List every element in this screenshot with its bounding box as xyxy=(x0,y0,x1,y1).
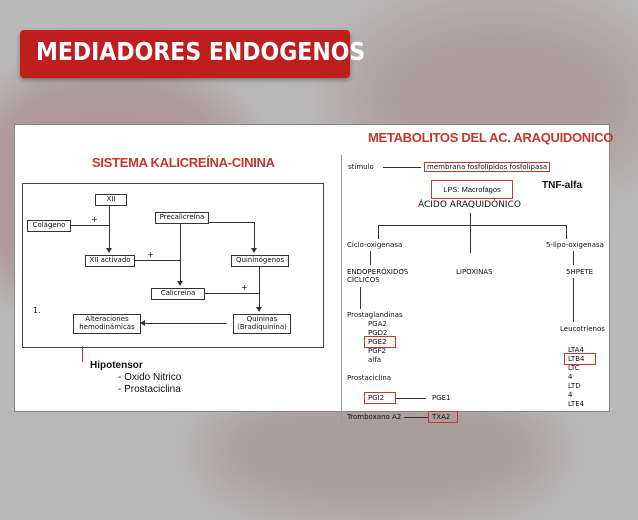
connector-line xyxy=(378,225,379,239)
estimulo-label: stímulo xyxy=(348,163,374,171)
prostaciclina-label: Prostaciclina xyxy=(347,374,392,382)
quininogenos-box: Quininógenos xyxy=(231,255,289,267)
hpete-label: 5HPETE xyxy=(566,268,594,276)
pga2-label: PGA2 xyxy=(368,320,387,328)
xii-box: XII xyxy=(95,194,127,206)
tromboxano-label: Tromboxano A2 xyxy=(347,413,402,421)
hipotensor-item: - Oxido Nitrico xyxy=(118,372,182,383)
txa2-label: TXA2 xyxy=(432,413,451,421)
prostaglandinas-label: Prostaglandinas xyxy=(347,311,403,319)
connector-line xyxy=(70,225,109,226)
slide-title: MEDIADORES ENDOGENOS xyxy=(36,37,366,66)
pgi2-label: PGI2 xyxy=(368,394,385,402)
connector-line xyxy=(573,251,574,265)
araquidonico-heading: METABOLITOS DEL AC. ARAQUIDONICO xyxy=(368,130,614,145)
membrana-label: membrana fosfolípidos fosfolipasa xyxy=(424,162,551,172)
connector-line xyxy=(360,287,361,309)
txa2-highlight xyxy=(428,411,458,423)
connector-line xyxy=(396,398,426,399)
precalicreina-box: Precalicreína xyxy=(155,212,209,224)
connector-line xyxy=(573,278,574,322)
ltc4-label: 4 xyxy=(568,373,573,381)
pge1-label: PGE1 xyxy=(432,394,451,402)
lipo-label: 5-lipo-oxigenasa xyxy=(546,241,604,249)
connector-line xyxy=(109,205,110,249)
calicreina-box: Calicreína xyxy=(151,288,205,300)
lta4-label: LTA4 xyxy=(568,346,584,354)
acido-label: ÁCIDO ARAQUIDÓNICO xyxy=(418,200,521,210)
colageno-box: Colágeno xyxy=(27,220,71,232)
connector-line xyxy=(370,251,371,265)
connector-line xyxy=(566,225,567,239)
connector-line xyxy=(254,222,255,249)
arrow-down-icon xyxy=(251,248,257,253)
connector-line xyxy=(145,323,227,324)
hipotensor-block: Hipotensor - Oxido Nitrico - Prostacicli… xyxy=(90,360,181,396)
plus-sign: + xyxy=(241,283,248,292)
pge2-label: PGE2 xyxy=(368,338,387,346)
connector-line xyxy=(470,213,471,253)
connector-line xyxy=(208,222,254,223)
pgf2-label: PGF2 xyxy=(368,347,387,355)
connector-line xyxy=(259,266,260,308)
ltc-label: LTC xyxy=(568,364,580,372)
tnf-label: TNF-alfa xyxy=(542,180,582,191)
connector-line xyxy=(204,293,259,294)
plus-sign: + xyxy=(147,250,154,259)
pgi2-highlight xyxy=(364,392,396,404)
ltb4-label: LTB4 xyxy=(568,355,585,363)
title-banner xyxy=(20,30,350,78)
connector-line xyxy=(134,260,180,261)
right-diagram-border xyxy=(341,155,342,423)
ltb4-highlight xyxy=(564,353,596,365)
quininas-box: Quininas (Bradiquinina) xyxy=(233,314,291,334)
connector-line xyxy=(404,417,428,418)
connector-line xyxy=(378,225,566,226)
hipotensor-connector xyxy=(82,346,83,362)
xii-activado-box: XII activado xyxy=(85,255,135,267)
hipotensor-title: Hipotensor xyxy=(90,360,143,371)
ciclo-label: Ciclo-oxigenasa xyxy=(347,241,403,249)
ltd-label: LTD xyxy=(568,382,581,390)
hipotensor-item: - Prostaciclina xyxy=(118,384,181,395)
arrow-left-icon xyxy=(140,320,145,326)
pgd2-label: PGD2 xyxy=(368,329,388,337)
arrow-down-icon xyxy=(256,307,262,312)
lte4-label: LTE4 xyxy=(568,400,585,408)
arrow-down-icon xyxy=(177,281,183,286)
pge2-highlight xyxy=(364,336,396,348)
kalicreina-heading: SISTEMA KALICREÍNA-CININA xyxy=(92,155,275,170)
plus-sign: + xyxy=(91,215,98,224)
leucotrienos-label: Leucotrienos xyxy=(560,325,605,333)
lipoxinas-label: LIPOXINAS xyxy=(456,268,493,276)
endo-label: ENDOPERÓXIDOS CÍCLICOS xyxy=(347,268,409,284)
ltd4-label: 4 xyxy=(568,391,573,399)
lps-box: LPS: Macrofagos xyxy=(431,180,513,199)
connector-line xyxy=(180,223,181,282)
kalicreina-diagram: XII Colágeno Precalicreína XII activado … xyxy=(22,183,324,348)
arrow-down-icon xyxy=(106,248,112,253)
side-mark: 1. xyxy=(33,306,41,315)
connector-line xyxy=(383,167,421,168)
alteraciones-box: Alteraciones hemodinámicas xyxy=(73,314,141,334)
alfa-label: alfa xyxy=(368,356,381,364)
